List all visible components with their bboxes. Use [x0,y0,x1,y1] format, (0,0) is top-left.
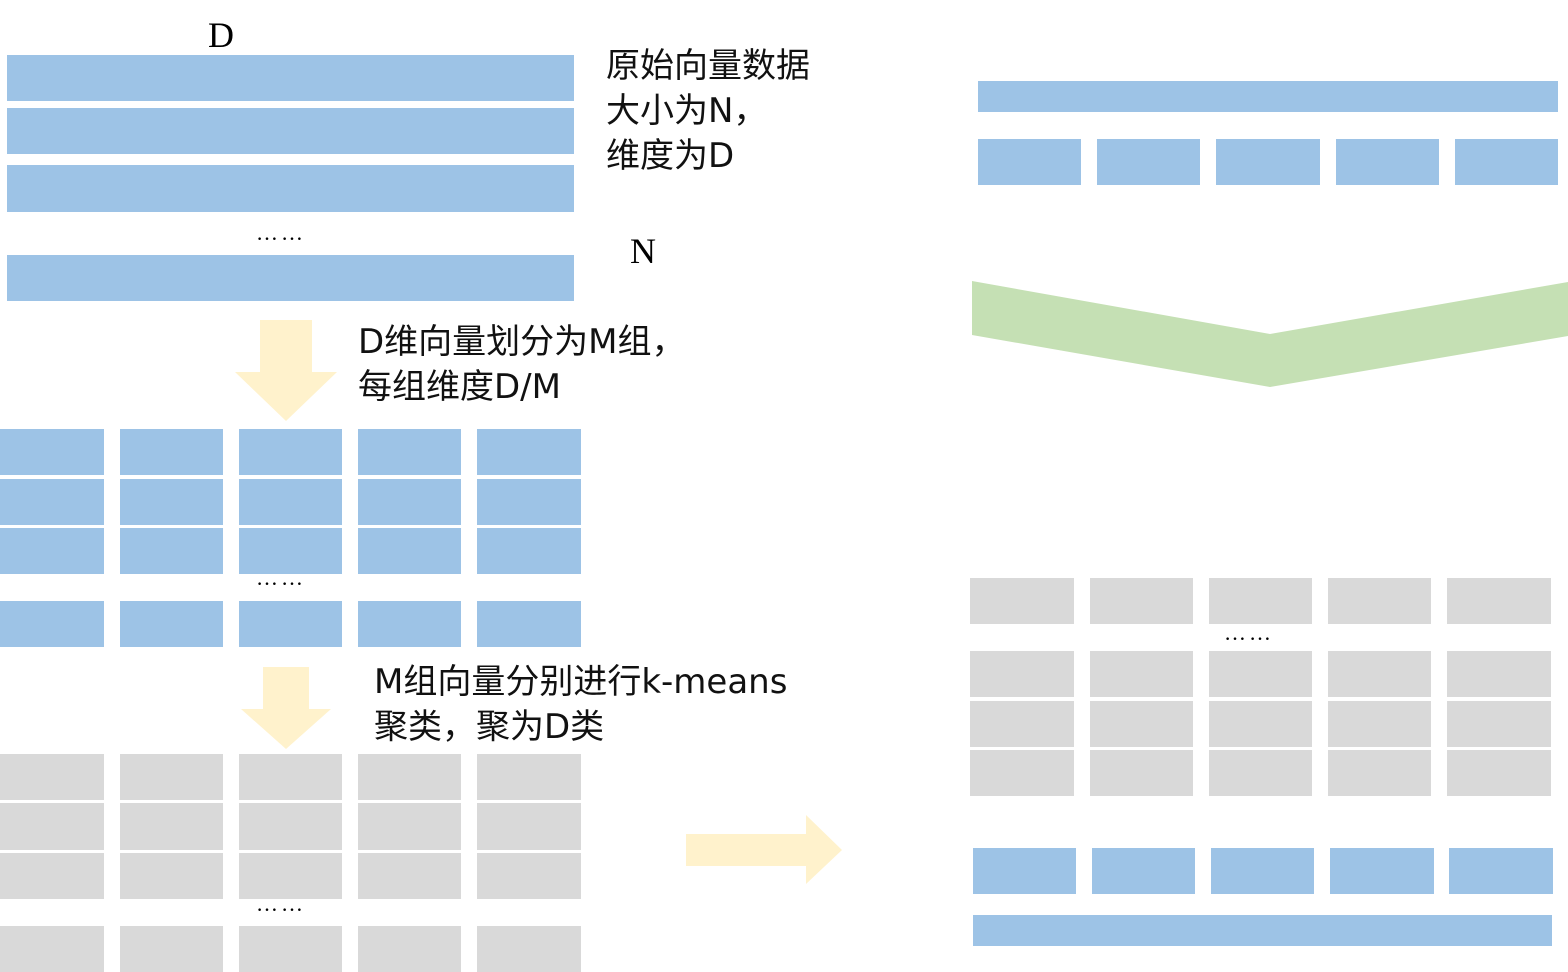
subvector-cell [358,528,461,574]
subvector-cell [120,429,223,475]
subvector-cell [239,479,342,525]
centroid-cell [477,754,581,800]
centroid-cell [0,853,104,899]
centroid-cell [239,754,342,800]
subvector-cell [0,528,104,574]
subvector-cell [239,528,342,574]
query-vector-row [978,81,1558,112]
kmeans-desc-line: M组向量分别进行k-means [374,662,788,702]
centroid-cell [477,853,581,899]
codebook-cell [1090,701,1193,747]
centroid-cell [239,803,342,850]
codebook-cell [1209,750,1312,796]
codebook-cell [970,701,1074,747]
codebook-cell [1447,578,1551,624]
encoded-subvector-cell [1449,848,1553,894]
subvector-cell [120,479,223,525]
codebook-cell [970,651,1074,697]
ellipsis: …… [1224,620,1274,645]
subvector-cell [477,429,581,475]
vector-row [7,55,574,101]
centroid-cell [239,926,342,972]
kmeans-desc: M组向量分别进行k-means 聚类，聚为D类 [374,660,787,750]
centroid-cell [0,754,104,800]
centroid-cell [239,853,342,899]
subvector-cell [120,601,223,647]
split-desc: D维向量划分为M组， 每组维度D/M [358,320,686,410]
split-desc-line: D维向量划分为M组， [358,322,686,362]
centroid-cell [358,853,461,899]
codebook-cell [1209,578,1312,624]
original-desc: 原始向量数据大小为N， 维度为D [606,44,810,179]
subvector-cell [477,479,581,525]
codebook-cell [1447,651,1551,697]
original-desc-line: 大小为N， [606,91,768,131]
vector-row [7,165,574,212]
codebook-cell [1090,651,1193,697]
query-subvector-cell [978,139,1081,185]
centroid-cell [0,803,104,850]
subvector-cell [239,429,342,475]
query-subvector-cell [1455,139,1558,185]
codebook-cell [1328,701,1431,747]
ellipsis: …… [256,891,306,916]
codebook-cell [1090,750,1193,796]
subvector-cell [0,429,104,475]
encoded-vector-row [973,915,1552,946]
centroid-cell [120,926,223,972]
centroid-cell [358,754,461,800]
subvector-cell [358,601,461,647]
codebook-cell [1328,578,1431,624]
down-arrow-icon [235,320,337,421]
subvector-cell [239,601,342,647]
encoded-subvector-cell [973,848,1076,894]
subvector-cell [0,601,104,647]
ellipsis: …… [256,565,306,590]
centroid-cell [120,853,223,899]
centroid-cell [120,803,223,850]
down-arrow-icon [241,667,331,749]
vector-row [7,255,574,301]
codebook-cell [1209,701,1312,747]
count-label-n: N [630,231,656,271]
centroid-cell [120,754,223,800]
subvector-cell [358,479,461,525]
codebook-cell [1447,750,1551,796]
codebook-cell [1447,701,1551,747]
subvector-cell [358,429,461,475]
kmeans-desc-line: 聚类，聚为D类 [374,707,605,747]
dimension-label-d: D [208,15,234,55]
query-subvector-cell [1216,139,1320,185]
codebook-cell [970,578,1074,624]
codebook-cell [970,750,1074,796]
subvector-cell [477,601,581,647]
centroid-cell [0,926,104,972]
codebook-cell [1328,750,1431,796]
subvector-cell [120,528,223,574]
ellipsis: …… [256,220,306,245]
vector-row [7,108,574,154]
codebook-cell [1328,651,1431,697]
right-arrow-icon [686,815,842,884]
split-desc-line: 每组维度D/M [358,367,561,407]
encoded-subvector-cell [1211,848,1314,894]
query-subvector-cell [1097,139,1200,185]
original-desc-line: 原始向量数据 [606,46,810,86]
centroid-cell [477,926,581,972]
chevron-down-icon [972,281,1568,387]
codebook-cell [1090,578,1193,624]
centroid-cell [477,803,581,850]
subvector-cell [0,479,104,525]
encoded-subvector-cell [1092,848,1195,894]
subvector-cell [477,528,581,574]
codebook-cell [1209,651,1312,697]
original-desc-line: 维度为D [606,136,735,176]
centroid-cell [358,803,461,850]
centroid-cell [358,926,461,972]
query-subvector-cell [1336,139,1439,185]
encoded-subvector-cell [1330,848,1434,894]
